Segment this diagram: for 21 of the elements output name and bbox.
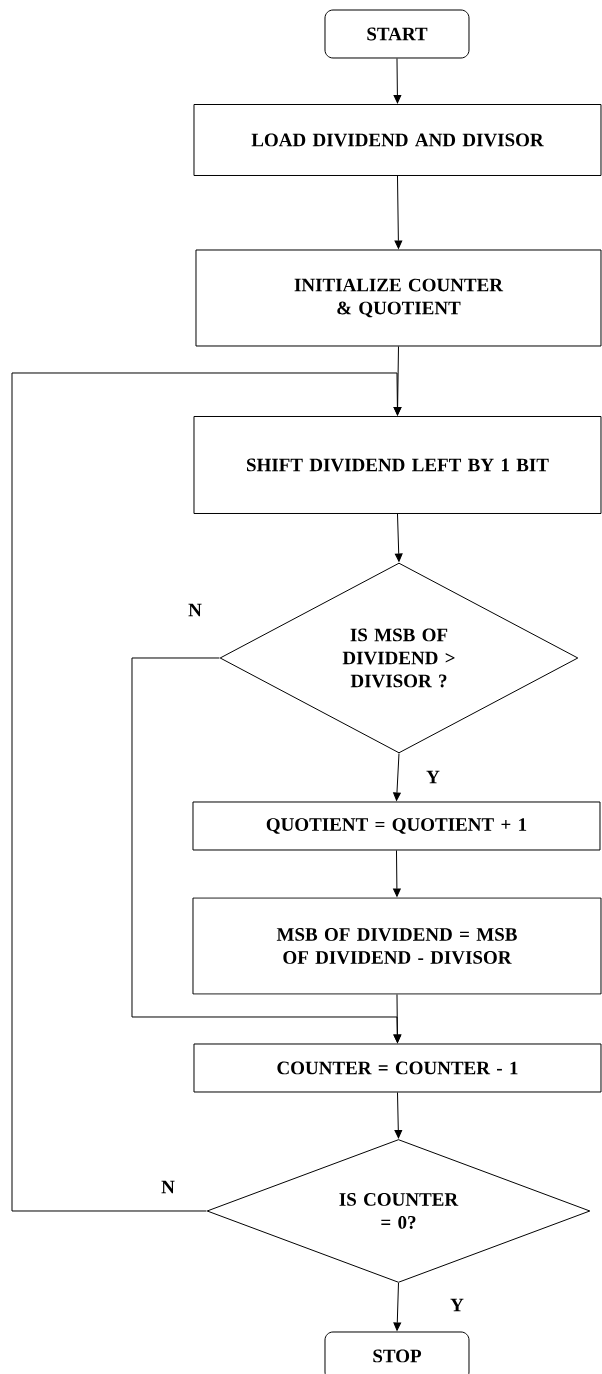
arrow (394, 513, 403, 562)
process-box: SHIFT DIVIDEND LEFT BY 1 BIT (193, 416, 602, 514)
terminal-box: STOP (324, 1331, 470, 1374)
arrow (393, 1282, 402, 1331)
edge-label: N (160, 1179, 176, 1195)
edge-label: Y (449, 1297, 465, 1313)
arrow (394, 1092, 403, 1139)
arrow (394, 175, 403, 249)
edge-label: N (187, 602, 203, 618)
arrow (393, 994, 402, 1043)
arrow (393, 753, 401, 801)
arrow (393, 850, 401, 897)
edge-label: Y (425, 769, 441, 785)
process-box: QUOTIENT = QUOTIENT + 1 (192, 801, 601, 851)
process-box: MSB OF DIVIDEND = MSB OF DIVIDEND - DIVISOR (192, 897, 602, 995)
arrow (393, 58, 402, 104)
arrow (11, 372, 402, 1212)
terminal-box: START (324, 9, 470, 59)
process-box: COUNTER = COUNTER - 1 (193, 1043, 602, 1093)
process-box: INITIALIZE COUNTER & QUOTIENT (195, 249, 602, 347)
process-box: LOAD DIVIDEND AND DIVISOR (193, 104, 602, 176)
